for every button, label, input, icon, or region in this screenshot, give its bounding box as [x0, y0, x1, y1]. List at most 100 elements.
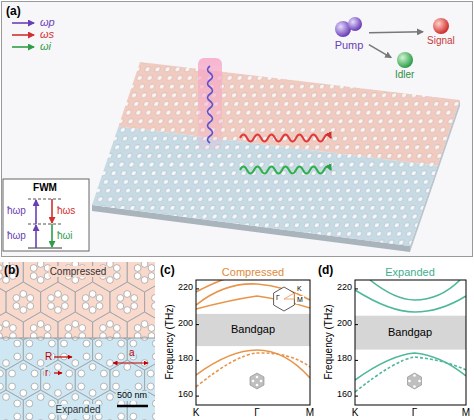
dimension-label: R [44, 351, 53, 362]
air-hole [152, 295, 155, 302]
air-hole [0, 383, 3, 390]
air-hole [48, 303, 55, 310]
hex-cell [6, 360, 41, 400]
air-hole [89, 364, 96, 371]
fwm-diagram [3, 179, 89, 251]
axis-tick-label: K [352, 407, 359, 418]
air-hole [37, 394, 44, 401]
axis-tick-label: Γ [412, 407, 418, 418]
air-hole [55, 364, 62, 371]
air-hole [43, 383, 50, 390]
sphere [348, 17, 362, 31]
air-hole [72, 277, 79, 284]
hex-cell [0, 312, 23, 338]
air-hole [30, 325, 37, 332]
air-hole [141, 277, 148, 284]
air-hole [55, 307, 62, 314]
air-hole [30, 333, 37, 338]
hex-cell [23, 338, 58, 370]
hex-cell [23, 390, 58, 420]
air-hole [131, 295, 138, 302]
air-hole [107, 262, 114, 267]
air-hole [55, 291, 62, 298]
hex-cell [6, 282, 41, 322]
air-hole [134, 265, 141, 272]
air-hole [72, 360, 79, 367]
photon-node: Idler [392, 50, 417, 81]
panel-letter: (d) [318, 264, 333, 277]
air-hole [0, 333, 2, 338]
axis-tick-label: 200 [178, 319, 193, 329]
pump-beam [198, 58, 222, 150]
air-hole [89, 291, 96, 298]
air-hole [100, 383, 107, 390]
air-hole [20, 291, 27, 298]
air-hole [30, 273, 37, 280]
plot-title: Compressed [222, 266, 284, 278]
air-hole [147, 370, 154, 377]
axis-tick-label: 180 [337, 354, 352, 364]
plot-title: Expanded [385, 266, 435, 278]
legend-arrows [12, 23, 34, 47]
hex-cell [127, 312, 155, 338]
region-label: Expanded [54, 404, 101, 415]
air-hole [61, 340, 68, 347]
hex-cell [127, 338, 155, 370]
air-hole [118, 353, 125, 360]
air-hole [134, 325, 141, 332]
axis-tick-label: M [306, 407, 314, 418]
air-hole [14, 340, 21, 347]
axis-tick-label: 220 [178, 283, 193, 293]
air-hole [3, 394, 10, 401]
air-hole [113, 273, 120, 280]
scale-label: 500 nm [116, 391, 148, 401]
legend-label: ωs [40, 28, 54, 40]
hex-cell [23, 312, 58, 338]
dimension-label: a [128, 347, 136, 358]
air-hole [31, 370, 38, 377]
air-hole [3, 321, 10, 328]
air-hole [148, 333, 155, 338]
air-hole [107, 360, 114, 367]
air-hole [89, 307, 96, 314]
hex-cell [41, 360, 76, 400]
node-label: Signal [427, 35, 455, 46]
hex-cell [0, 262, 23, 292]
air-hole [66, 383, 73, 390]
air-hole [0, 273, 2, 280]
photon-node: Signal [424, 16, 458, 47]
air-hole [26, 400, 33, 407]
air-hole [113, 383, 120, 390]
photonic-slab [92, 62, 460, 252]
bandgap-band [355, 316, 466, 350]
panel-frame [2, 2, 473, 257]
air-hole [78, 370, 85, 377]
air-hole [130, 413, 137, 420]
air-hole [113, 333, 120, 338]
air-hole [118, 413, 125, 420]
air-hole [30, 265, 37, 272]
air-hole [131, 303, 138, 310]
sphere [433, 18, 449, 34]
photon-sphere [432, 17, 450, 35]
signal-wave [240, 135, 331, 142]
inset-label: K [296, 285, 303, 293]
air-hole [107, 394, 114, 401]
air-hole [100, 325, 107, 332]
hex-cell [93, 338, 128, 370]
air-hole [65, 325, 72, 332]
air-hole [79, 325, 86, 332]
photon-node: Pump [330, 14, 368, 52]
air-hole [20, 364, 27, 371]
node-label: Pump [335, 39, 364, 51]
region-label: Compressed [49, 266, 108, 277]
air-hole [27, 295, 34, 302]
air-hole [20, 307, 27, 314]
hex-cell [41, 282, 76, 322]
scale-bar [117, 405, 148, 408]
air-hole [141, 262, 148, 267]
air-hole [48, 295, 55, 302]
axis-tick-label: 200 [337, 319, 352, 329]
dimension-arrows [54, 357, 148, 373]
air-hole [72, 321, 79, 328]
